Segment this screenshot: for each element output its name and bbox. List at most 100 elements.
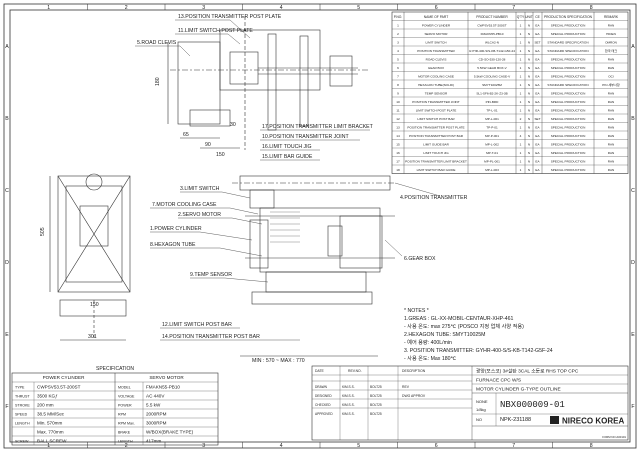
parts-cell: LIMIT TOUCH JIG: [423, 151, 449, 155]
parts-cell: 15: [396, 142, 400, 146]
label-guide-bar: 15.LIMIT BAR GUIDE: [262, 154, 313, 160]
label-gear-box: 6.GEAR BOX: [404, 256, 436, 262]
parts-cell: MP-PL-001: [484, 159, 500, 163]
parts-cell: PIN 세부사항: [602, 82, 620, 87]
parts-cell: EA: [535, 142, 540, 146]
parts-cell: TP-L-01: [486, 108, 497, 112]
zone-row-A: A: [5, 44, 9, 50]
parts-cell: SPECIAL PRODUCTION: [551, 32, 586, 36]
label-cylinder: 1.POWER CYLINDER: [150, 226, 202, 232]
parts-cell: RAN: [608, 23, 615, 27]
parts-cell: 1: [520, 151, 522, 155]
zone-col-2: 2: [125, 5, 128, 11]
rev-header: REV.NO.: [348, 369, 362, 373]
rev-header: DESCRIPTION: [402, 369, 426, 373]
parts-cell: SPECIAL PRODUCTION: [551, 142, 586, 146]
parts-cell: EA: [535, 74, 540, 78]
parts-cell: POSITION TRANSMITTER POST BAR: [409, 134, 464, 138]
parts-cell: EA: [535, 134, 540, 138]
zone-row-F: F: [5, 404, 8, 410]
notes-title: * NOTES *: [404, 308, 429, 314]
parts-cell: SPECIAL PRODUCTION: [551, 151, 586, 155]
spec-cell: BRAKE: [118, 430, 131, 434]
parts-cell: RAN: [608, 91, 615, 95]
zone-col-bottom-2: 2: [125, 443, 128, 449]
scale-value: NONE: [476, 399, 488, 404]
parts-cell: STANDARD SPECIFICATION: [547, 49, 588, 53]
parts-cell: TP-P-01: [486, 125, 498, 129]
parts-cell: 4: [520, 134, 522, 138]
parts-cell: 6: [397, 66, 399, 70]
zone-col-bottom-8: 8: [590, 443, 593, 449]
zone-col-5: 5: [357, 5, 360, 11]
parts-cell: N: [528, 57, 530, 61]
parts-cell: 14: [396, 134, 400, 138]
motor-hatch: [270, 211, 300, 243]
parts-cell: GYHR-400-S/S-KB-T142-G5F-24: [469, 49, 515, 53]
clevis-end: [329, 55, 353, 87]
spec-cell: 3500 KGƒ: [37, 393, 58, 398]
parts-cell: RAN: [608, 100, 615, 104]
spec-cell: VOLTAGE: [118, 394, 135, 398]
front-frame: [57, 175, 131, 293]
parts-cell: 1: [520, 159, 522, 163]
parts-cell: 2: [397, 32, 399, 36]
parts-cell: 5: [397, 57, 399, 61]
parts-cell: N: [528, 125, 530, 129]
parts-cell: SPECIAL PRODUCTION: [551, 159, 586, 163]
parts-cell: N: [528, 74, 530, 78]
parts-cell: SPECIAL PRODUCTION: [551, 57, 586, 61]
sign-date: BOLT25: [370, 385, 382, 389]
parts-cell: SPECIAL PRODUCTION: [551, 74, 586, 78]
parts-cell: POSITION TRANSMITTER LIMIT BRACKET: [405, 159, 467, 163]
parts-header-cell: REMARK: [604, 15, 619, 19]
sign-name: KIM.S.S.: [342, 394, 355, 398]
notes-block: * NOTES * 1.GREAS : GL-XX-MOBIL-CENTAUR-…: [404, 308, 553, 362]
spec-cell: RPM: [118, 412, 126, 416]
spec-cell: BALL SCREW: [37, 438, 67, 443]
parts-cell: 2: [520, 117, 522, 121]
parts-cell: OCI: [608, 74, 614, 78]
parts-cell: SERVO MOTOR: [424, 32, 448, 36]
spec-cell: 3000RPM: [146, 420, 167, 425]
parts-cell: 1: [520, 49, 522, 53]
spec-cell: RPM Max.: [118, 421, 135, 425]
dim-301: 301: [88, 334, 97, 340]
parts-cell: 1: [520, 74, 522, 78]
parts-cell: PIN-BRD: [486, 100, 499, 104]
spec-cell: 417mm: [146, 438, 161, 443]
dim-505: 505: [40, 227, 46, 236]
motor-block: [229, 51, 259, 85]
parts-cell: SPECIAL PRODUCTION: [551, 108, 586, 112]
zone-row-B: B: [5, 116, 9, 122]
spec-cell: 200 mm: [37, 402, 54, 407]
parts-cell: POSITION TRANSMITTER JOINT: [412, 100, 459, 104]
parts-cell: SL1-SF6-B2-2K-Z3-3B: [476, 91, 507, 95]
project-line: FURNACE CPC W/S: [476, 378, 521, 384]
parts-cell: 11: [396, 108, 399, 112]
parts-header-cell: CE: [535, 15, 540, 19]
side-leaders: [150, 182, 441, 341]
parts-cell: SMYT10025M: [482, 83, 502, 87]
spec-cell: AC 440V: [146, 393, 165, 398]
label-cooling-case: 7.MOTOR COOLING CASE: [152, 202, 217, 208]
dim-65: 65: [183, 132, 189, 138]
dim-150-front: 150: [90, 302, 99, 308]
zone-col-bottom-4: 4: [280, 443, 283, 449]
parts-cell: 13: [396, 125, 400, 129]
spec-cell: Min. 570mm: [37, 420, 62, 425]
parts-cell: SPECIAL PRODUCTION: [551, 91, 586, 95]
label-pt-post-plate: 13.POSITION TRANSMITTER POST PLATE: [178, 14, 282, 20]
cooling-case: [265, 271, 367, 293]
zone-col-bottom-3: 3: [202, 443, 205, 449]
top-view-drawing: [167, 16, 370, 150]
parts-cell: SET: [534, 40, 540, 44]
parts-cell: EA: [535, 108, 540, 112]
parts-cell: POSITION TRANSMITTER: [417, 49, 455, 53]
spec-cell: W/BOX(BRAKE TYPE): [146, 429, 194, 434]
parts-cell: N: [528, 151, 530, 155]
lifting-eye: [85, 173, 103, 191]
vertical-post: [267, 33, 277, 131]
parts-cell: EA: [535, 57, 540, 61]
